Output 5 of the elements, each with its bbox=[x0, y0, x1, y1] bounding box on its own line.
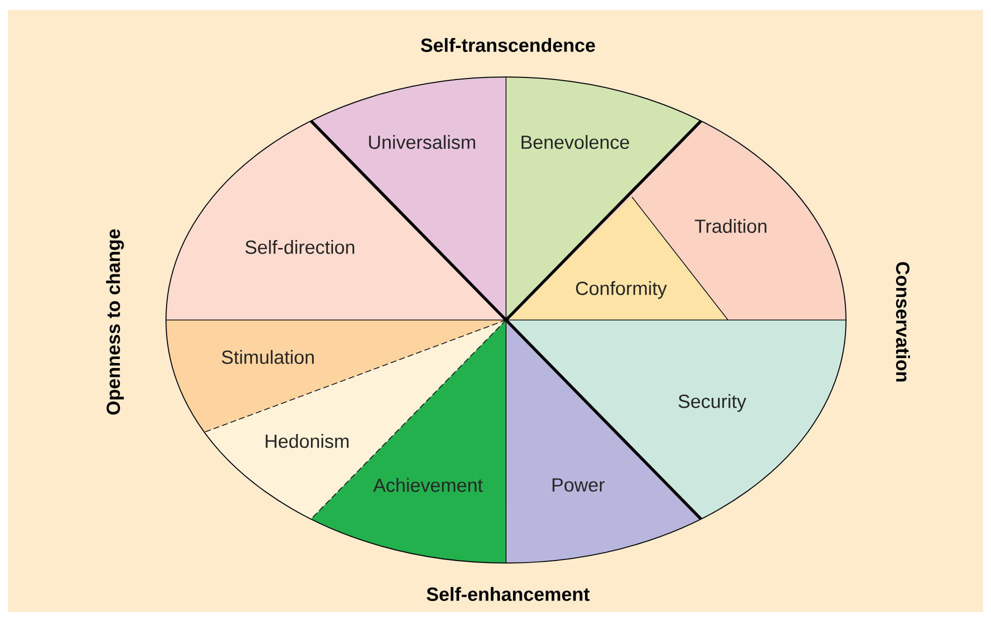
value-sector: Stimulation bbox=[166, 320, 506, 432]
axis-label: Self-enhancement bbox=[426, 587, 590, 601]
axis-label: Self-transcendence bbox=[420, 38, 595, 52]
axis-label: Conservation bbox=[896, 262, 910, 382]
axis-label: Openness to change bbox=[106, 229, 124, 415]
